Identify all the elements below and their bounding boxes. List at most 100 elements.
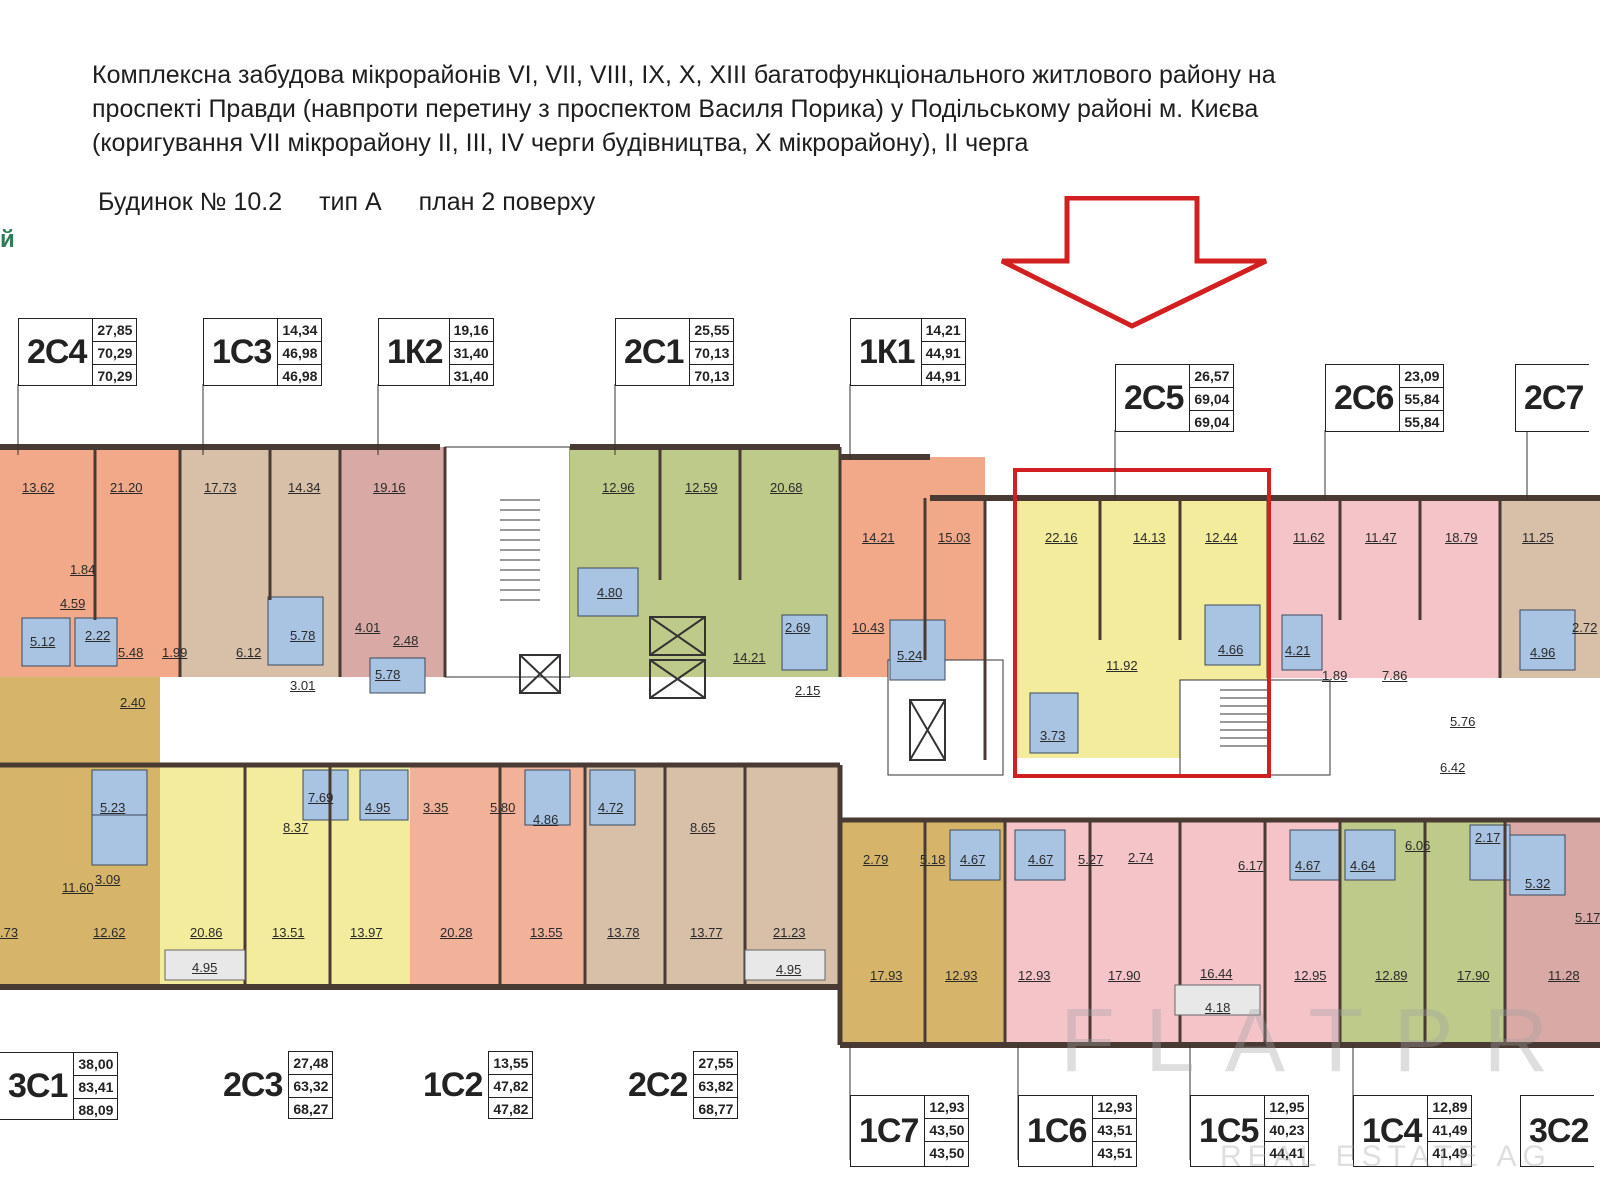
area-living: 13,55 [489,1052,533,1075]
area-total: 55,84 [1400,388,1444,411]
room-area: 12.89 [1375,968,1408,983]
area-total: 83,41 [74,1076,118,1099]
area-gross: 88,09 [78,1102,114,1118]
room-area: 4.95 [365,800,391,815]
room-area: 20.68 [770,480,803,495]
room-area: 2.22 [85,628,111,643]
room-area: 12.96 [602,480,635,495]
room-area: 2.79 [863,852,889,867]
apartment-label-2C7: 2С7 [1515,364,1590,432]
room-area: 20.86 [190,925,223,940]
room-area: 2.15 [795,683,821,698]
apartment-code: 3С2 [1529,1111,1589,1150]
area-living: 27,48 [289,1052,333,1075]
room-area: 11.47 [1365,530,1397,545]
area-total: 40,23 [1265,1119,1309,1142]
down-arrow-icon [1000,196,1268,329]
area-gross: 46,98 [282,368,318,384]
room-area: 3.01 [290,678,316,693]
room-area: 20.28 [440,925,473,940]
room-area: 6.06 [1405,838,1431,853]
room-area: 13.55 [530,925,563,940]
cropped-text-fragment: й [0,226,15,253]
room-area: 13.77 [690,925,723,940]
area-total: 47,82 [489,1075,533,1098]
apt-3C1-fill [0,677,160,987]
apartment-label-3C2: 3С2 [1520,1095,1595,1167]
area-gross: 43,50 [929,1145,965,1161]
room-area: 17.90 [1457,968,1490,983]
room-area: 6.17 [1238,858,1264,873]
room-area: 10.43 [852,620,885,635]
room-area: 17.90 [1108,968,1141,983]
room-area: .73 [0,925,19,940]
area-living: 25,55 [690,319,734,342]
room-area: 4.21 [1285,643,1311,658]
area-gross: 41,49 [1432,1145,1468,1161]
apt-2C3-fill [160,765,330,987]
apartment-code: 2С5 [1124,378,1184,417]
apartment-code: 1С6 [1027,1111,1087,1150]
area-total: 41,49 [1428,1119,1472,1142]
room-area: 4.72 [598,800,624,815]
apartment-code: 2С1 [624,332,684,371]
room-area: 5.80 [490,800,516,815]
room-area: 19.16 [373,480,406,495]
room-area: 5.23 [100,800,126,815]
stair-core-1 [444,446,571,678]
room-area: 5.78 [375,667,401,682]
room-area: 4.67 [1295,858,1321,873]
room-area: 11.25 [1522,530,1554,545]
room-area: 1.84 [70,562,96,577]
header-text: Комплексна забудова мікрорайонів VI, VII… [92,58,1592,160]
room-area: 4.96 [1530,645,1556,660]
room-area: 14.13 [1133,530,1166,545]
room-area: 4.95 [192,960,218,975]
room-area: 4.86 [533,812,559,827]
area-total: 43,51 [1093,1119,1137,1142]
room-area: 5.78 [290,628,316,643]
area-gross: 68,27 [293,1101,329,1117]
highlighted-apartment-frame [1013,468,1271,778]
room-area: 6.12 [236,645,262,660]
apartment-code: 1К2 [387,332,444,371]
room-area: 13.62 [22,480,55,495]
elevator-icons [519,616,946,761]
room-area: 14.21 [862,530,895,545]
building-type: тип А [319,188,382,216]
area-living: 14,34 [278,319,322,342]
room-area: 1.89 [1322,668,1348,683]
area-living: 12,93 [925,1096,969,1119]
room-area: 5.76 [1450,714,1476,729]
room-area: 5.27 [1078,852,1104,867]
area-total: 43,50 [925,1119,969,1142]
apt-1C2-fill [410,765,585,987]
room-area: 2.69 [785,620,811,635]
area-total: 46,98 [278,342,322,365]
area-total: 70,29 [93,342,137,365]
area-living: 26,57 [1190,365,1234,388]
room-area: 12.95 [1294,968,1327,983]
room-area: 17.73 [204,480,237,495]
room-area: 5.32 [1525,876,1551,891]
room-area: 4.67 [960,852,986,867]
room-area: 5.18 [920,852,946,867]
apt-2C2-fill [585,765,840,987]
room-area: 4.59 [60,596,86,611]
top-apartment-block [0,444,1600,776]
apartment-code: 3С1 [8,1066,68,1105]
room-area: 3.09 [95,872,121,887]
area-gross: 31,40 [453,368,489,384]
room-area: 8.37 [283,820,309,835]
room-area: 14.21 [733,650,766,665]
area-gross: 47,82 [493,1101,529,1117]
floor-plan-label: план 2 поверху [418,188,596,216]
room-area: 2.72 [1572,620,1598,635]
